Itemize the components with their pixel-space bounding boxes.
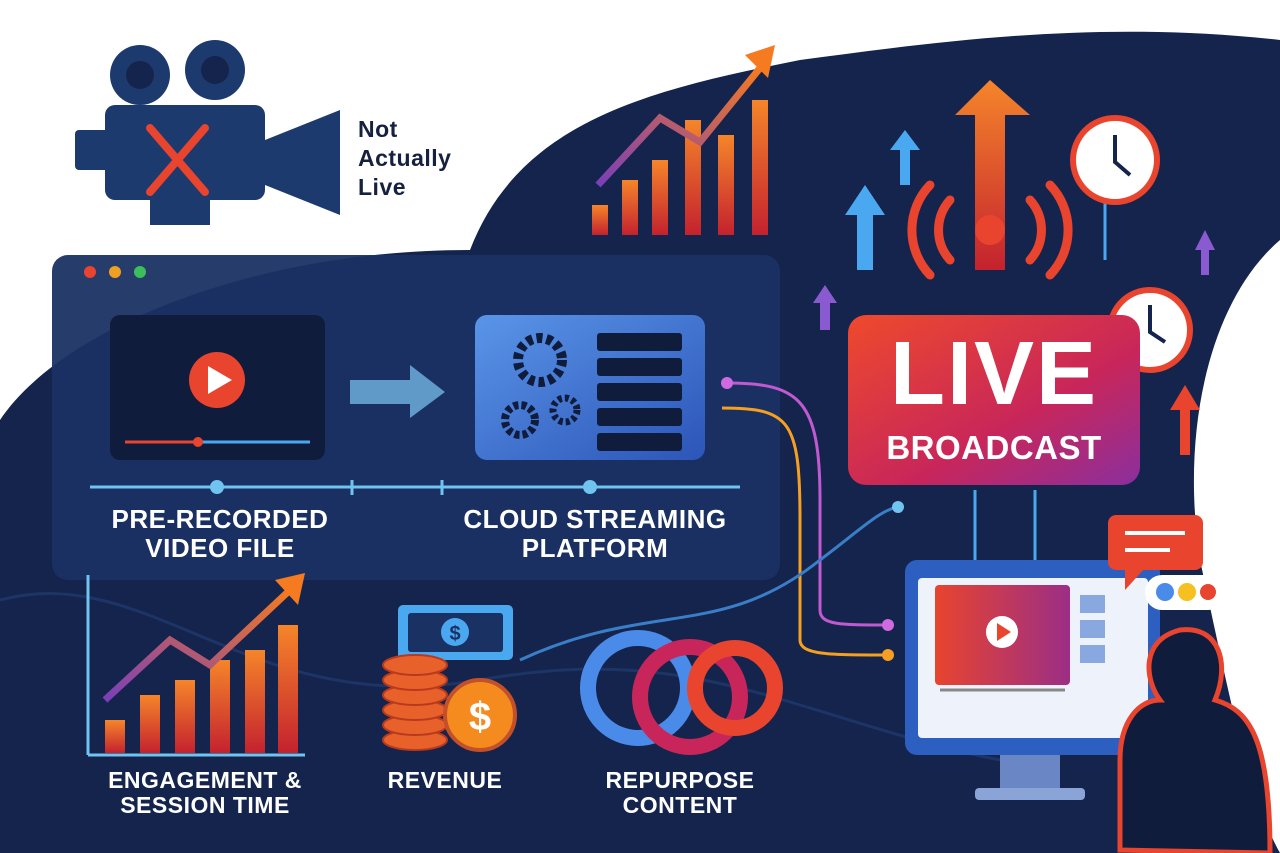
money-icon: $ $	[382, 605, 517, 752]
cloud-platform-icon	[475, 315, 705, 460]
revenue-label: REVENUE	[387, 767, 503, 793]
video-file-icon	[110, 315, 325, 460]
label-line: SESSION TIME	[120, 792, 290, 819]
pre-recorded-label: PRE-RECORDED VIDEO FILE	[90, 505, 350, 562]
rings-icon	[580, 630, 783, 755]
label-line: PRE-RECORDED	[111, 504, 329, 534]
repurpose-label: REPURPOSE CONTENT	[580, 767, 780, 819]
monitor-icon	[905, 515, 1273, 853]
label-line: VIDEO FILE	[145, 532, 295, 563]
broadcast-tower-icon	[907, 80, 1073, 280]
engagement-label: ENGAGEMENT & SESSION TIME	[85, 767, 325, 819]
caption-line: Not	[358, 116, 398, 142]
live-badge-background	[848, 315, 1140, 485]
growth-chart-top-icon	[592, 45, 775, 235]
label-line: REPURPOSE	[605, 767, 755, 793]
broadcast-subtitle: BROADCAST	[886, 429, 1102, 466]
caption-line: Live	[358, 173, 407, 200]
label-line: CONTENT	[622, 792, 738, 819]
cloud-platform-label: CLOUD STREAMING PLATFORM	[440, 505, 750, 562]
crossed-camera-icon	[75, 40, 340, 225]
label-line: PLATFORM	[521, 532, 669, 563]
svg-text:$: $	[469, 695, 491, 739]
live-title: LIVE	[889, 324, 1099, 424]
caption-line: Actually	[358, 144, 452, 171]
clock-icon	[1070, 115, 1160, 205]
label-line: ENGAGEMENT &	[108, 767, 302, 793]
not-live-caption: Not Actually Live	[358, 115, 451, 201]
arrow-right-icon	[350, 365, 445, 418]
svg-text:$: $	[449, 623, 460, 645]
label-line: CLOUD STREAMING	[463, 504, 727, 534]
engagement-chart-icon	[86, 573, 305, 757]
up-arrows-icon	[813, 130, 1215, 455]
